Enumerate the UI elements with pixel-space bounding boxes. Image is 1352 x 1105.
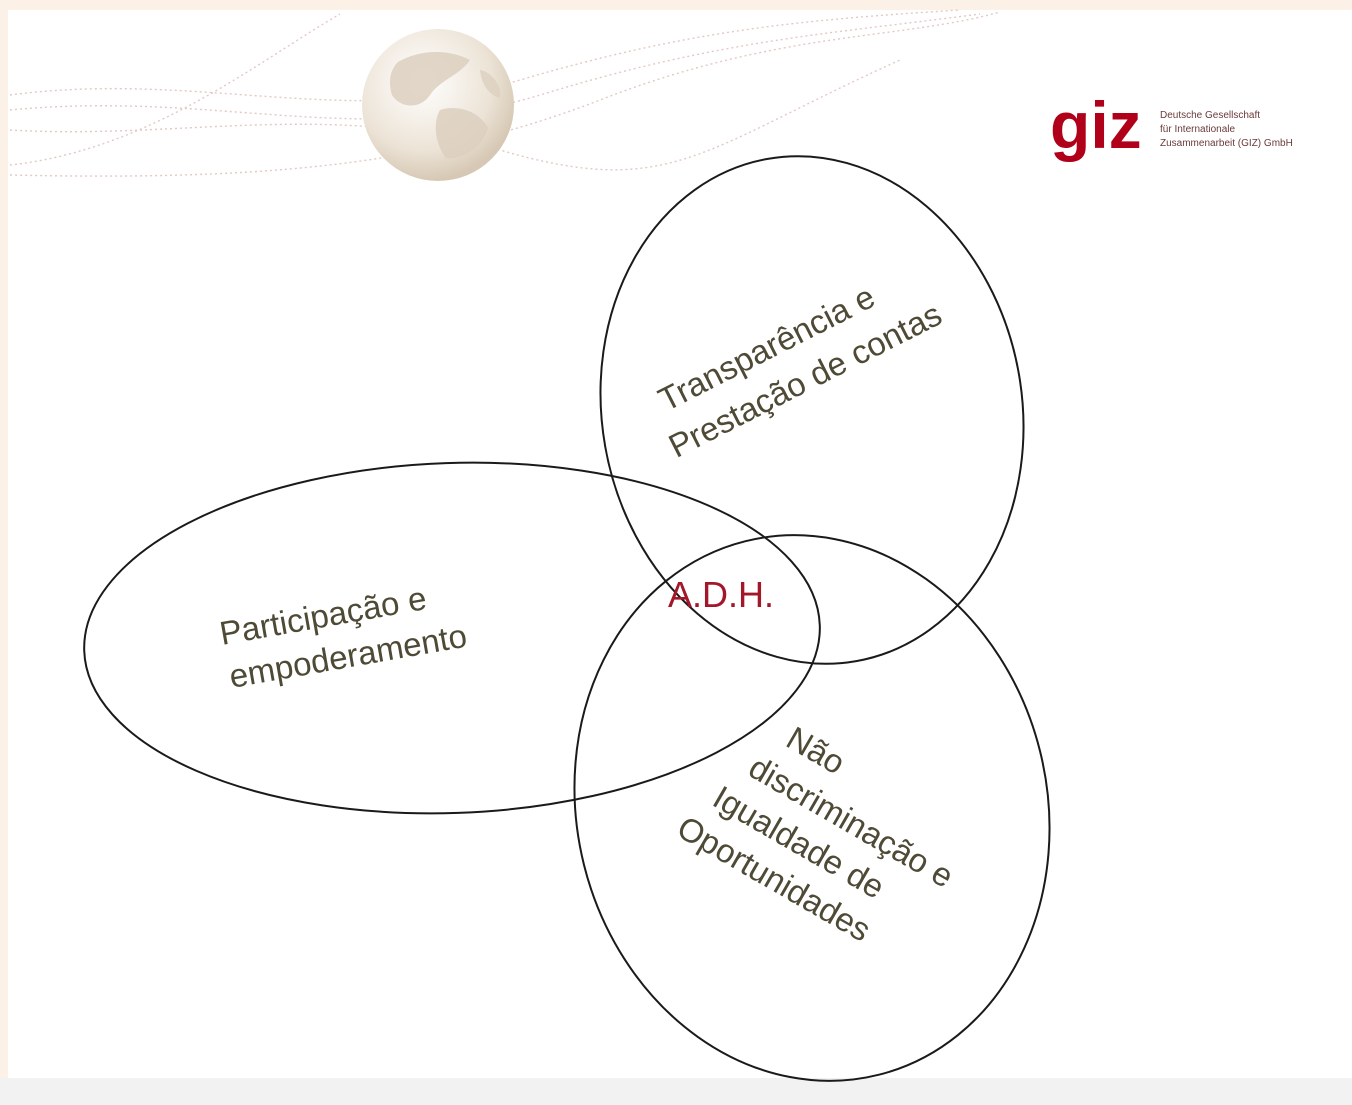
giz-logo: giz Deutsche Gesellschaft für Internatio… [1050, 88, 1293, 162]
ellipse-transparency [599, 155, 1025, 665]
globe-icon [362, 29, 514, 181]
giz-logo-line-1: Deutsche Gesellschaft [1160, 110, 1260, 121]
ellipse-participation [83, 461, 821, 815]
center-label: A.D.H. [668, 574, 774, 615]
label-participation: Participação e empoderamento [217, 579, 470, 695]
bottom-bar [0, 1078, 1352, 1105]
label-transparency: Transparência e Prestação de contas [652, 278, 947, 465]
giz-logo-line-2: für Internationale [1160, 124, 1235, 135]
slide [8, 10, 1352, 1078]
ellipse-nondiscrimination [573, 534, 1051, 1082]
giz-logo-mark: giz [1050, 88, 1142, 162]
giz-logo-line-3: Zusammenarbeit (GIZ) GmbH [1160, 138, 1293, 149]
label-nondiscrimination: Não discriminação e Igualdade de Oportun… [671, 719, 960, 949]
header-decoration [9, 9, 1001, 177]
